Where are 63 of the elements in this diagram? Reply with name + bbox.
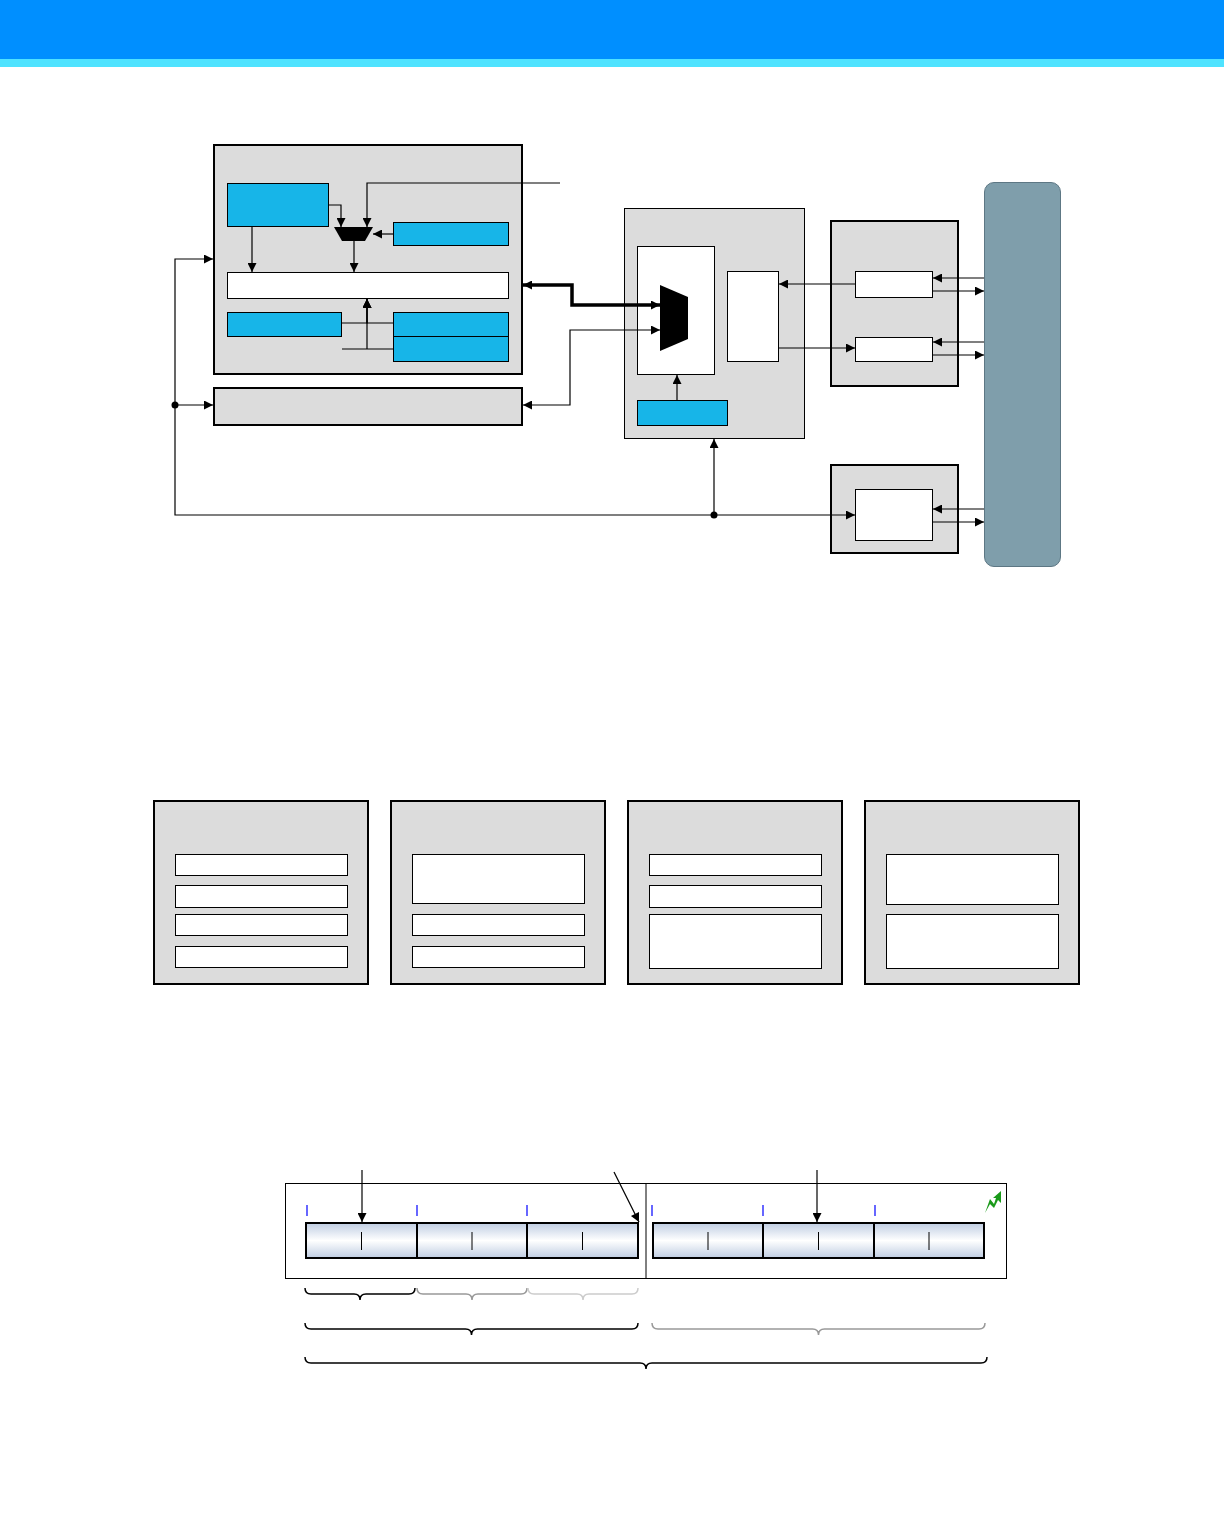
register-box (175, 854, 348, 876)
memory-cell (652, 1222, 764, 1259)
module-box (637, 400, 728, 426)
arrow (357, 1169, 367, 1223)
arrow (932, 337, 985, 347)
bus-bar (984, 182, 1061, 567)
register-box (175, 885, 348, 908)
arrow (932, 273, 985, 283)
module-box (227, 312, 342, 337)
arrow (932, 517, 985, 527)
arrow (778, 279, 856, 289)
block-panel (627, 800, 843, 985)
register-box (649, 914, 822, 969)
arrow (362, 182, 561, 228)
block-panel (864, 800, 1080, 985)
arrow (349, 240, 359, 273)
module-box (393, 312, 509, 337)
register-box (886, 914, 1059, 969)
register-box (412, 946, 585, 968)
register-box (175, 914, 348, 936)
memory-cell (416, 1222, 528, 1259)
memory-cell (526, 1222, 639, 1259)
block-panel (830, 220, 959, 387)
module-box (393, 222, 509, 246)
register-box (175, 946, 348, 968)
register-box (886, 854, 1059, 905)
register-box (855, 337, 933, 362)
arrow (932, 286, 985, 296)
block-panel (624, 208, 805, 439)
block-panel (213, 387, 523, 426)
block-panel (213, 144, 523, 375)
register-box (649, 854, 822, 876)
memory-cell (762, 1222, 875, 1259)
arrow (247, 226, 257, 273)
register-box (412, 914, 585, 936)
arrow (341, 298, 394, 350)
arrow (523, 280, 660, 310)
block-panel (153, 800, 369, 985)
register-box (855, 489, 933, 541)
arrow (613, 1171, 640, 1223)
block-panel (390, 800, 606, 985)
arrow (812, 1169, 822, 1223)
arrow (372, 229, 394, 239)
register-box (855, 271, 933, 298)
arrow (522, 325, 661, 410)
multiplexer-symbol (334, 227, 373, 241)
register-box (649, 885, 822, 908)
register-box (637, 246, 715, 375)
arrow (328, 204, 346, 228)
arrow (932, 350, 985, 360)
register-box (727, 271, 779, 362)
module-box (393, 336, 509, 362)
multiplexer-symbol (660, 285, 688, 351)
memory-cell (305, 1222, 418, 1259)
module-box (227, 183, 329, 227)
memory-cell (873, 1222, 985, 1259)
arrow (672, 374, 682, 401)
block-panel (830, 464, 959, 554)
frame-box (285, 1183, 1007, 1279)
arrow (932, 504, 985, 514)
arrow (778, 343, 856, 353)
register-box (412, 854, 585, 904)
register-box (227, 272, 509, 299)
